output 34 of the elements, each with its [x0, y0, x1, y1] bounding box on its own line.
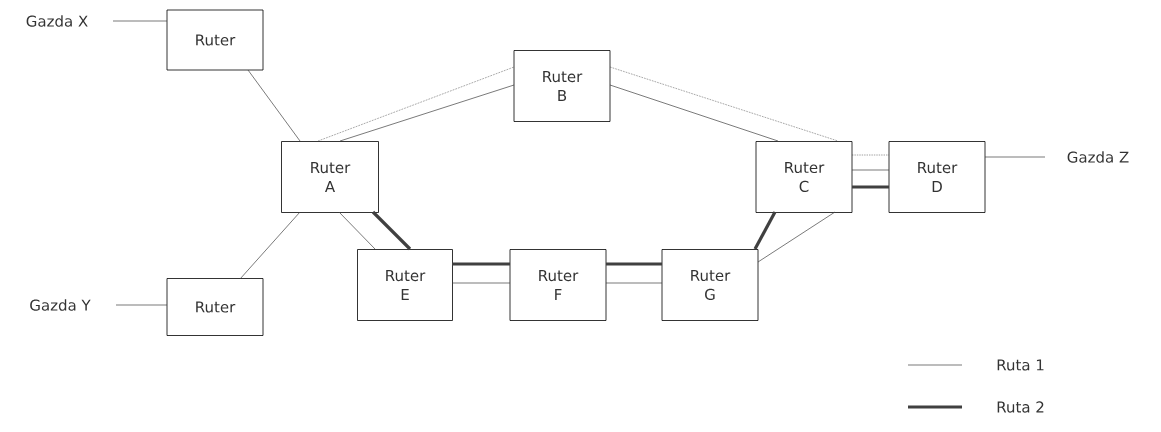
router-box: Ruter [166, 9, 264, 71]
router-box: Ruter B [513, 50, 611, 122]
host-label: Gazda X [26, 15, 88, 27]
link-line [852, 185, 889, 189]
link-line [338, 211, 376, 250]
link-line [757, 211, 836, 263]
link-line [753, 211, 777, 250]
link-line [339, 84, 515, 142]
link-line [984, 156, 1046, 158]
link-line [851, 169, 890, 171]
link-line [371, 210, 412, 251]
router-box: Ruter G [661, 249, 759, 321]
link-line [609, 84, 779, 142]
legend-label: Ruta 1 [997, 359, 1044, 371]
link-line [605, 282, 663, 284]
link-line [247, 69, 301, 142]
link-line [609, 66, 839, 142]
link-line [239, 211, 301, 280]
link-line [317, 66, 515, 142]
router-box: Ruter C [755, 141, 853, 213]
legend-label: Ruta 2 [997, 401, 1044, 413]
router-box: Ruter [166, 278, 264, 336]
host-label: Gazda Y [30, 299, 91, 311]
link-line [451, 282, 511, 284]
router-box: Ruter D [888, 141, 986, 213]
router-box: Ruter A [281, 141, 379, 213]
link-line [606, 262, 662, 266]
host-label: Gazda Z [1067, 151, 1129, 163]
link-line [115, 304, 168, 306]
router-box: Ruter E [357, 249, 453, 321]
link-line [112, 20, 168, 22]
link-line [851, 154, 890, 156]
router-box: Ruter F [509, 249, 607, 321]
link-line [452, 262, 510, 266]
